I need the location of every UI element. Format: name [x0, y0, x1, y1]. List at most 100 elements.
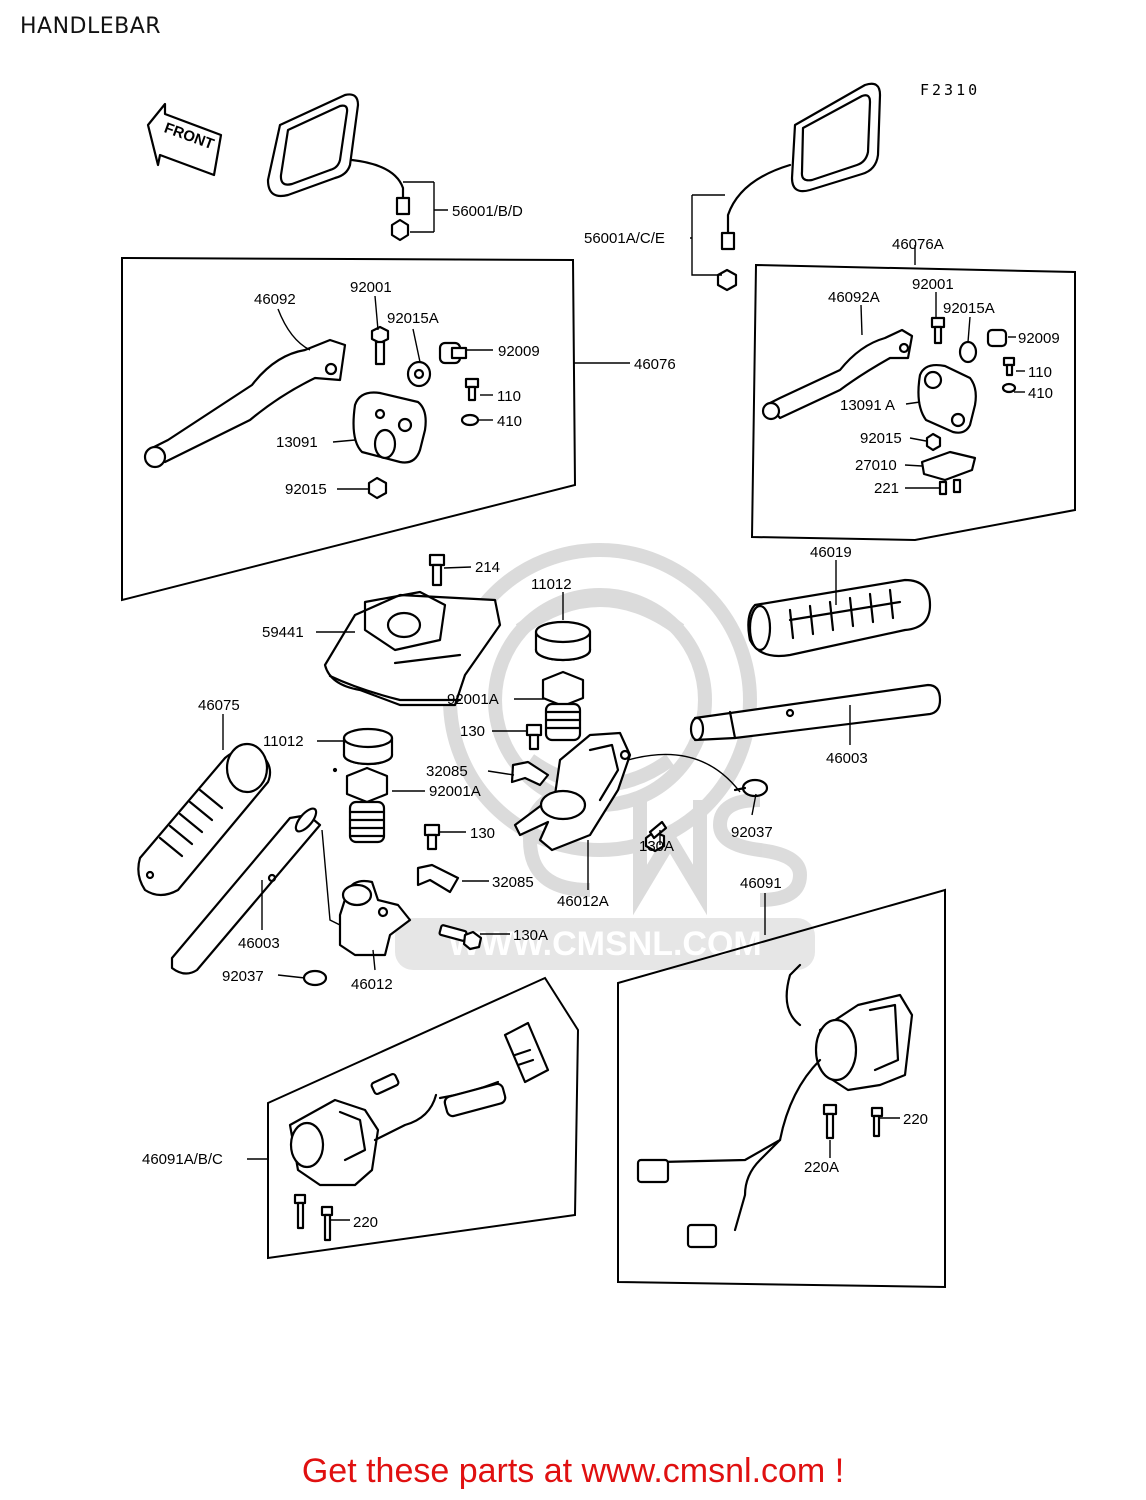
callout-bolt-92001A-right: 92001A [447, 691, 499, 708]
callout-screw-130-right: 130 [460, 723, 485, 740]
callout-bolt-214: 214 [475, 559, 500, 576]
callout-cap-11012-right: 11012 [531, 576, 572, 593]
callout-switch-27010: 27010 [855, 457, 897, 474]
nut-92015-right-icon [925, 432, 942, 452]
callout-switch-left: 46091A/B/C [142, 1151, 223, 1168]
screw-110-right-icon [1002, 356, 1016, 377]
callout-adjuster-92009-right: 92009 [1018, 330, 1060, 347]
bolt-92001-right-icon [930, 316, 946, 345]
bolt-214-icon [428, 553, 446, 587]
page-title: HANDLEBAR [20, 14, 162, 39]
clamp-32085-right-icon [510, 760, 550, 787]
screw-221-icon [938, 478, 962, 496]
callout-nut-92015-right: 92015 [860, 430, 902, 447]
adjuster-92009-right-icon [986, 328, 1008, 348]
callout-screw-110-right: 110 [1028, 364, 1052, 381]
washer-410-right-icon [1001, 382, 1017, 394]
callout-mirror-right: 56001A/C/E [584, 230, 665, 247]
callout-bolt-130A-right: 130A [639, 838, 674, 855]
callout-holder-13091: 13091 [276, 434, 318, 451]
callout-cover-59441: 59441 [262, 624, 304, 641]
screw-130-left-icon [423, 823, 441, 851]
callout-lever-assy-left: 46076 [634, 356, 676, 373]
callout-screw-110-left: 110 [497, 388, 521, 405]
holder-46012-icon [338, 879, 412, 957]
callout-mirror-left: 56001/B/D [452, 203, 523, 220]
mirror-right-icon [716, 82, 882, 292]
brake-lever-right-icon [761, 328, 914, 421]
clip-92037-left-icon [302, 969, 328, 987]
watermark-text: WWW.CMSNL.COM [448, 925, 762, 963]
callout-clip-92037-right: 92037 [731, 824, 773, 841]
callout-labels: 56001/B/D 56001A/C/E 46076 46076A 46092 … [142, 203, 1060, 1231]
callout-lever-left: 46092 [254, 291, 296, 308]
bolt-130A-left-icon [438, 924, 483, 951]
promo-banner: Get these parts at www.cmsnl.com ! [0, 1452, 1146, 1491]
callout-clamp-32085-left: 32085 [492, 874, 534, 891]
callout-handlebar-left: 46003 [238, 935, 280, 952]
callout-washer-410-left: 410 [497, 413, 522, 430]
clip-92037-right-icon [733, 778, 769, 798]
callout-grip-right: 46019 [810, 544, 852, 561]
brake-switch-27010-icon [920, 450, 977, 482]
switch-left-frame [267, 976, 580, 1260]
lever-assy-left-frame [121, 256, 577, 602]
callout-washer-410-right: 410 [1028, 385, 1053, 402]
washer-410-left-icon [460, 413, 480, 427]
callout-holder-13091A: 13091 A [840, 397, 895, 414]
switch-right-frame [617, 888, 946, 1289]
lever-holder-right-icon [917, 363, 977, 434]
bolt-92001A-left-icon [345, 766, 389, 844]
bolt-92001A-right-icon [541, 670, 585, 742]
callout-grip-left: 46075 [198, 697, 240, 714]
grip-left-icon [137, 742, 272, 897]
grip-right-icon [747, 578, 932, 658]
lever-assy-right-frame [750, 263, 1076, 542]
cap-11012-right-icon [534, 620, 592, 662]
handlebar-right-icon [689, 683, 942, 742]
screw-220A-icon [822, 1103, 838, 1140]
switch-right-icon [636, 963, 914, 1249]
callout-clip-92037-left: 92037 [222, 968, 264, 985]
switch-left-icon [288, 1021, 550, 1187]
promo-link[interactable]: Get these parts at www.cmsnl.com ! [301, 1452, 845, 1490]
callout-screw-220-left: 220 [353, 1214, 378, 1231]
callout-handlebar-right: 46003 [826, 750, 868, 767]
callout-lever-right: 46092A [828, 289, 880, 306]
cap-11012-left-icon [342, 727, 394, 766]
nut-92015A-left-icon [406, 360, 432, 388]
cover-59441-icon [323, 590, 502, 707]
callout-switch-right: 46091 [740, 875, 782, 892]
screw-220-right-icon [870, 1106, 884, 1138]
clutch-lever-left-icon [143, 338, 347, 469]
adjuster-92009-left-icon [438, 341, 468, 365]
callout-screw-220A: 220A [804, 1159, 839, 1176]
holder-46012A-icon [513, 731, 632, 852]
clamp-32085-left-icon [416, 863, 460, 894]
screw-110-left-icon [464, 377, 480, 402]
nut-92015-left-icon [367, 476, 388, 500]
handlebar-left-icon [170, 767, 338, 975]
callout-bolt-92001-left: 92001 [350, 279, 392, 296]
callout-holder-46012A: 46012A [557, 893, 609, 910]
callout-bolt-130A-left: 130A [513, 927, 548, 944]
callout-holder-46012: 46012 [351, 976, 393, 993]
screw-130-right-icon [525, 723, 543, 751]
front-arrow-icon: FRONT [146, 102, 223, 177]
callout-nut-92015A-left: 92015A [387, 310, 439, 327]
figure-code: F2310 [920, 81, 980, 99]
leader-lines [222, 181, 1025, 1221]
callout-bolt-92001A-left: 92001A [429, 783, 481, 800]
callout-screw-220-right: 220 [903, 1111, 928, 1128]
callout-nut-92015-left: 92015 [285, 481, 327, 498]
callout-bolt-92001-right: 92001 [912, 276, 954, 293]
callout-clamp-32085-right: 32085 [426, 763, 468, 780]
callout-screw-221: 221 [874, 480, 899, 497]
callout-nut-92015A-right: 92015A [943, 300, 995, 317]
lever-holder-left-icon [352, 391, 427, 464]
callout-cap-11012-left: 11012 [263, 733, 304, 750]
callout-screw-130-left: 130 [470, 825, 495, 842]
nut-92015A-right-icon [958, 340, 978, 364]
bolt-92001-left-icon [370, 325, 390, 366]
